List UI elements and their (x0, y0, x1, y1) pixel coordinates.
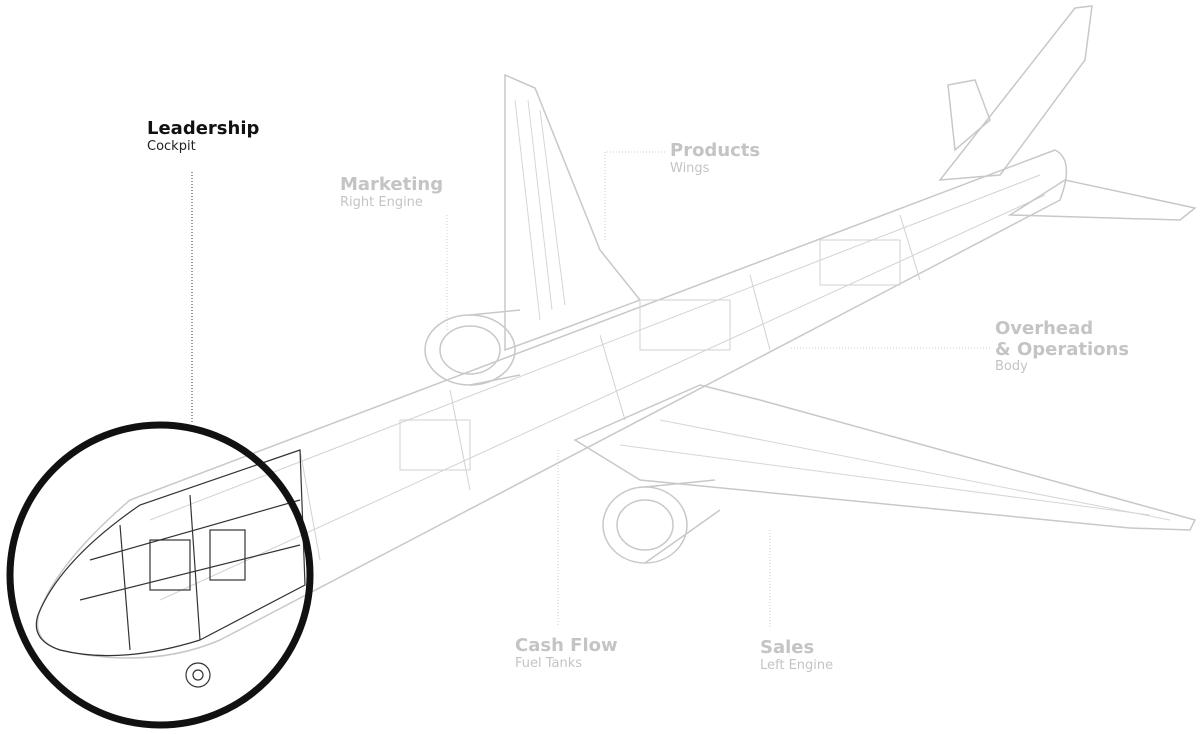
label-title: Marketing (340, 174, 444, 195)
label-title-line2: & Operations (995, 338, 1130, 360)
label-subtitle: Wings (670, 160, 710, 176)
left-wing[interactable] (573, 384, 1197, 531)
label-subtitle: Cockpit (147, 138, 196, 154)
label-subtitle: Body (995, 359, 1028, 375)
cockpit-detail (35, 449, 306, 688)
label-title: Leadership (147, 118, 260, 139)
label-title: Sales (760, 637, 815, 658)
leader-products (604, 151, 665, 240)
label-overhead-operations[interactable]: Overhead & Operations Body (995, 318, 1130, 375)
horizontal-stabilizer (1007, 179, 1197, 221)
label-cash-flow[interactable]: Cash Flow Fuel Tanks (515, 635, 618, 672)
label-subtitle: Fuel Tanks (515, 655, 583, 671)
label-products[interactable]: Products Wings (670, 140, 761, 177)
left-engine[interactable] (602, 479, 721, 564)
right-engine[interactable] (424, 309, 521, 386)
label-sales[interactable]: Sales Left Engine (760, 637, 834, 674)
right-wing[interactable] (504, 73, 642, 352)
label-leadership[interactable]: Leadership Cockpit (147, 118, 260, 155)
label-title: Overhead (995, 318, 1094, 339)
label-marketing[interactable]: Marketing Right Engine (340, 174, 444, 211)
label-title: Cash Flow (515, 635, 618, 656)
label-title: Products (670, 140, 761, 161)
cockpit-highlight-ring (6, 421, 314, 729)
label-subtitle: Left Engine (760, 657, 834, 673)
label-subtitle: Right Engine (340, 194, 423, 210)
tail-fin (938, 5, 1093, 181)
